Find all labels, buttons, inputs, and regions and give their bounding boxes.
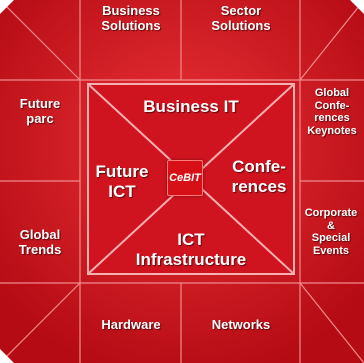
networks-label[interactable]: Networks xyxy=(211,317,271,332)
global-trends-label[interactable]: Global Trends xyxy=(18,227,62,257)
corporate-special-events-label[interactable]: Corporate & Special Events xyxy=(304,207,358,257)
conferences-label[interactable]: Confe- rences xyxy=(231,157,287,196)
global-conferences-keynotes-label[interactable]: Global Confe- rences Keynotes xyxy=(307,87,357,137)
business-solutions-label[interactable]: Business Solutions xyxy=(101,3,161,33)
cebit-logo-text: CeBIT xyxy=(169,172,201,184)
sector-solutions-label[interactable]: Sector Solutions xyxy=(211,3,271,33)
future-ict-label[interactable]: Future ICT xyxy=(95,162,149,201)
ict-infrastructure-label[interactable]: ICT Infrastructure xyxy=(135,230,247,269)
future-parc-label[interactable]: Future parc xyxy=(19,96,61,126)
business-it-label[interactable]: Business IT xyxy=(143,97,239,116)
hardware-label[interactable]: Hardware xyxy=(101,317,161,332)
cebit-logo[interactable]: CeBIT xyxy=(167,160,203,196)
